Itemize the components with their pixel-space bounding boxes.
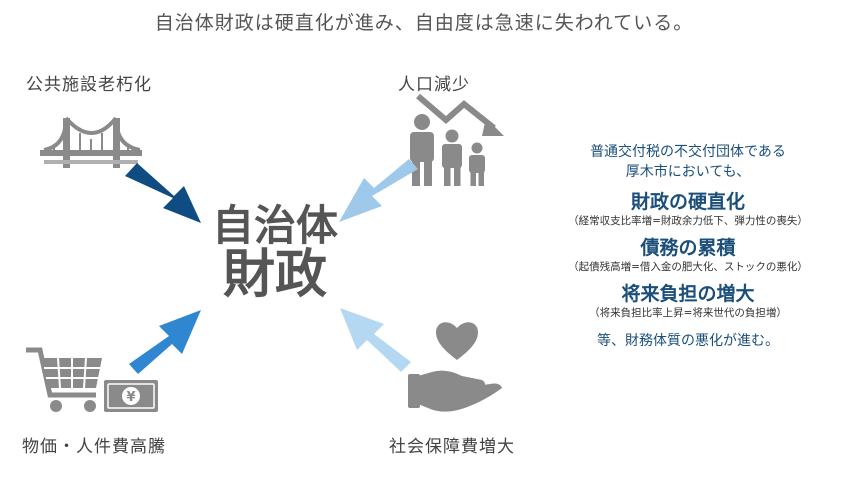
panel-closing-text: 等、財務体質の悪化が進む。	[597, 333, 779, 349]
panel-item-heading: 将来負担の増大	[621, 283, 755, 305]
money-bill-icon: ¥	[104, 380, 158, 412]
factor-label-price-labor-cost: 物価・人件費高騰	[22, 437, 166, 457]
panel-intro-line1: 普通交付税の不交付団体である	[590, 144, 786, 160]
factor-label-facility-aging: 公共施設老朽化	[26, 75, 152, 95]
panel-item-note: （将来負担比率上昇=将来世代の負担増）	[589, 307, 787, 319]
yen-glyph: ¥	[126, 390, 135, 405]
panel-intro-line2: 厚木市においても、	[625, 164, 751, 180]
center-label-line2: 財政	[222, 245, 327, 306]
panel-item-heading: 債務の累積	[640, 237, 736, 259]
panel-item-note: （経常収支比率増=財政余力低下、弾力性の喪失）	[568, 215, 808, 227]
population-decline-icon	[410, 93, 504, 186]
info-panel: 普通交付税の不交付団体である 厚木市においても、 財政の硬直化 （経常収支比率増…	[548, 142, 828, 350]
arrow-from-facility-aging	[125, 163, 201, 223]
arrow-from-social-security	[340, 308, 411, 372]
panel-item-heading: 財政の硬直化	[630, 191, 745, 213]
heart-hand-icon	[408, 322, 502, 412]
factor-label-social-security: 社会保障費増大	[389, 437, 515, 457]
factor-label-population-decline: 人口減少	[398, 75, 470, 95]
arrow-from-population-decline	[339, 159, 418, 222]
center-label: 自治体 財政	[195, 201, 355, 306]
page-title: 自治体財政は硬直化が進み、自由度は急速に失われている。	[154, 12, 694, 34]
panel-item-note: （起債残高増=借入金の肥大化、ストックの悪化）	[568, 261, 808, 273]
shopping-cart-icon	[26, 347, 102, 412]
center-label-line1: 自治体	[211, 201, 338, 250]
bridge-icon	[40, 116, 142, 168]
arrow-from-price-labor-cost	[129, 310, 201, 374]
